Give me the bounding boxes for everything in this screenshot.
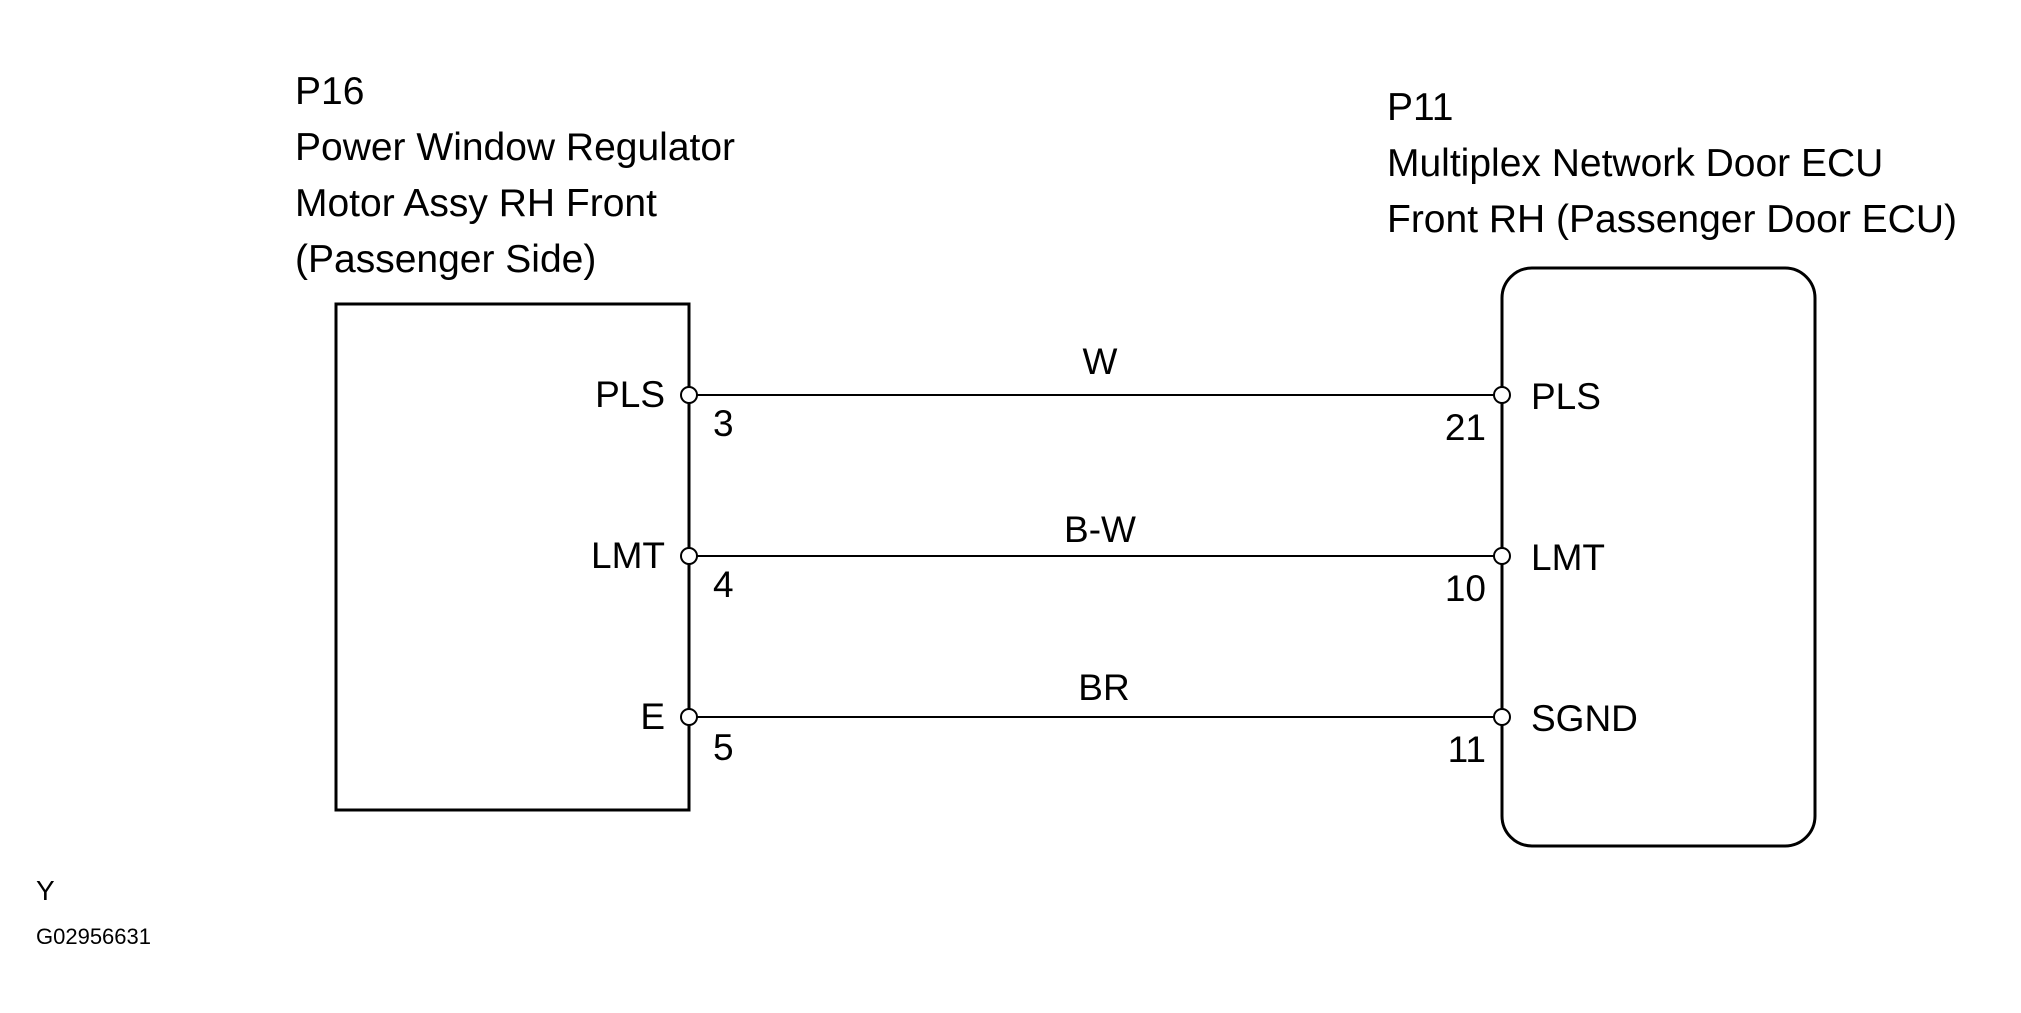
right-pin-number-1: 21	[1445, 407, 1486, 448]
right-pin-label-3: SGND	[1531, 698, 1638, 739]
right-component-name-line-1: Multiplex Network Door ECU	[1387, 142, 1883, 185]
wire-color-code-1: W	[1083, 341, 1118, 382]
left-pin-label-3: E	[640, 696, 665, 737]
right-pin-label-2: LMT	[1531, 537, 1605, 578]
right-component-name-line-2: Front RH (Passenger Door ECU)	[1387, 198, 1957, 241]
right-pin-label-1: PLS	[1531, 376, 1601, 417]
right-terminal-3	[1493, 708, 1511, 726]
left-component-id: P16	[295, 70, 364, 113]
left-terminal-1	[680, 386, 698, 404]
left-pin-label-1: PLS	[595, 374, 665, 415]
left-component-header: P16 Power Window Regulator Motor Assy RH…	[295, 70, 735, 281]
right-pin-number-3: 11	[1448, 729, 1486, 770]
left-terminal-2	[680, 547, 698, 565]
right-terminal-2	[1493, 547, 1511, 565]
left-pin-label-2: LMT	[591, 535, 665, 576]
left-component-name-line-2: Motor Assy RH Front	[295, 182, 657, 225]
right-component-header: P11 Multiplex Network Door ECU Front RH …	[1387, 86, 1957, 241]
left-pin-number-1: 3	[713, 403, 734, 444]
left-terminal-3	[680, 708, 698, 726]
left-pin-number-3: 5	[713, 727, 734, 768]
left-pin-number-2: 4	[713, 564, 734, 605]
figure-id: G02956631	[36, 924, 151, 949]
footer-code: Y	[36, 875, 55, 906]
wire-color-code-2: B-W	[1064, 509, 1136, 550]
right-terminal-1	[1493, 386, 1511, 404]
right-component-id: P11	[1387, 86, 1454, 129]
wire-color-code-3: BR	[1078, 667, 1129, 708]
right-pin-number-2: 10	[1445, 568, 1486, 609]
left-component-name-line-1: Power Window Regulator	[295, 126, 735, 169]
left-component-name-line-3: (Passenger Side)	[295, 238, 596, 281]
